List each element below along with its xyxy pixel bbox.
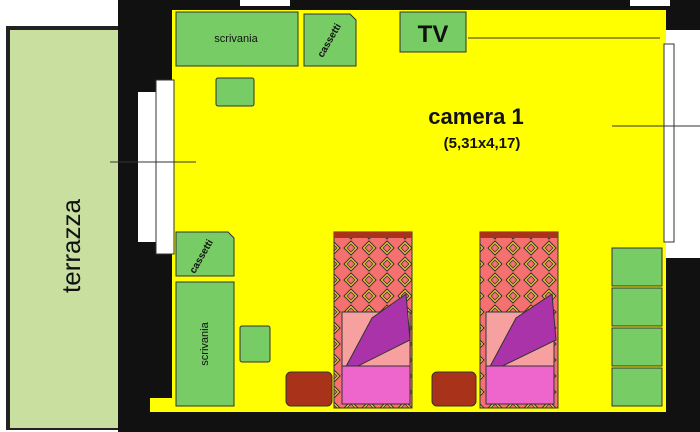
room-dimensions: (5,31x4,17)	[444, 135, 521, 152]
rug-1	[285, 371, 333, 407]
tv: TV	[399, 11, 467, 53]
desk-left-label: scrivania	[199, 321, 211, 365]
desk-left: scrivania	[175, 281, 235, 407]
desk-top: scrivania	[175, 11, 299, 67]
chair-left	[239, 325, 271, 363]
room-name: camera 1	[428, 104, 523, 129]
wardrobe	[611, 247, 663, 407]
drawers-left: cassetti	[175, 231, 235, 277]
terrace-label: terrazza	[56, 199, 86, 293]
desk-top-label: scrivania	[214, 33, 258, 45]
rug-2	[431, 371, 477, 407]
tv-label: TV	[418, 21, 449, 48]
window-left	[110, 79, 196, 255]
bed-1	[333, 231, 413, 409]
bed-2	[479, 231, 559, 409]
drawers-top: cassetti	[303, 13, 357, 67]
chair-top	[215, 77, 255, 107]
window-right	[612, 30, 700, 258]
